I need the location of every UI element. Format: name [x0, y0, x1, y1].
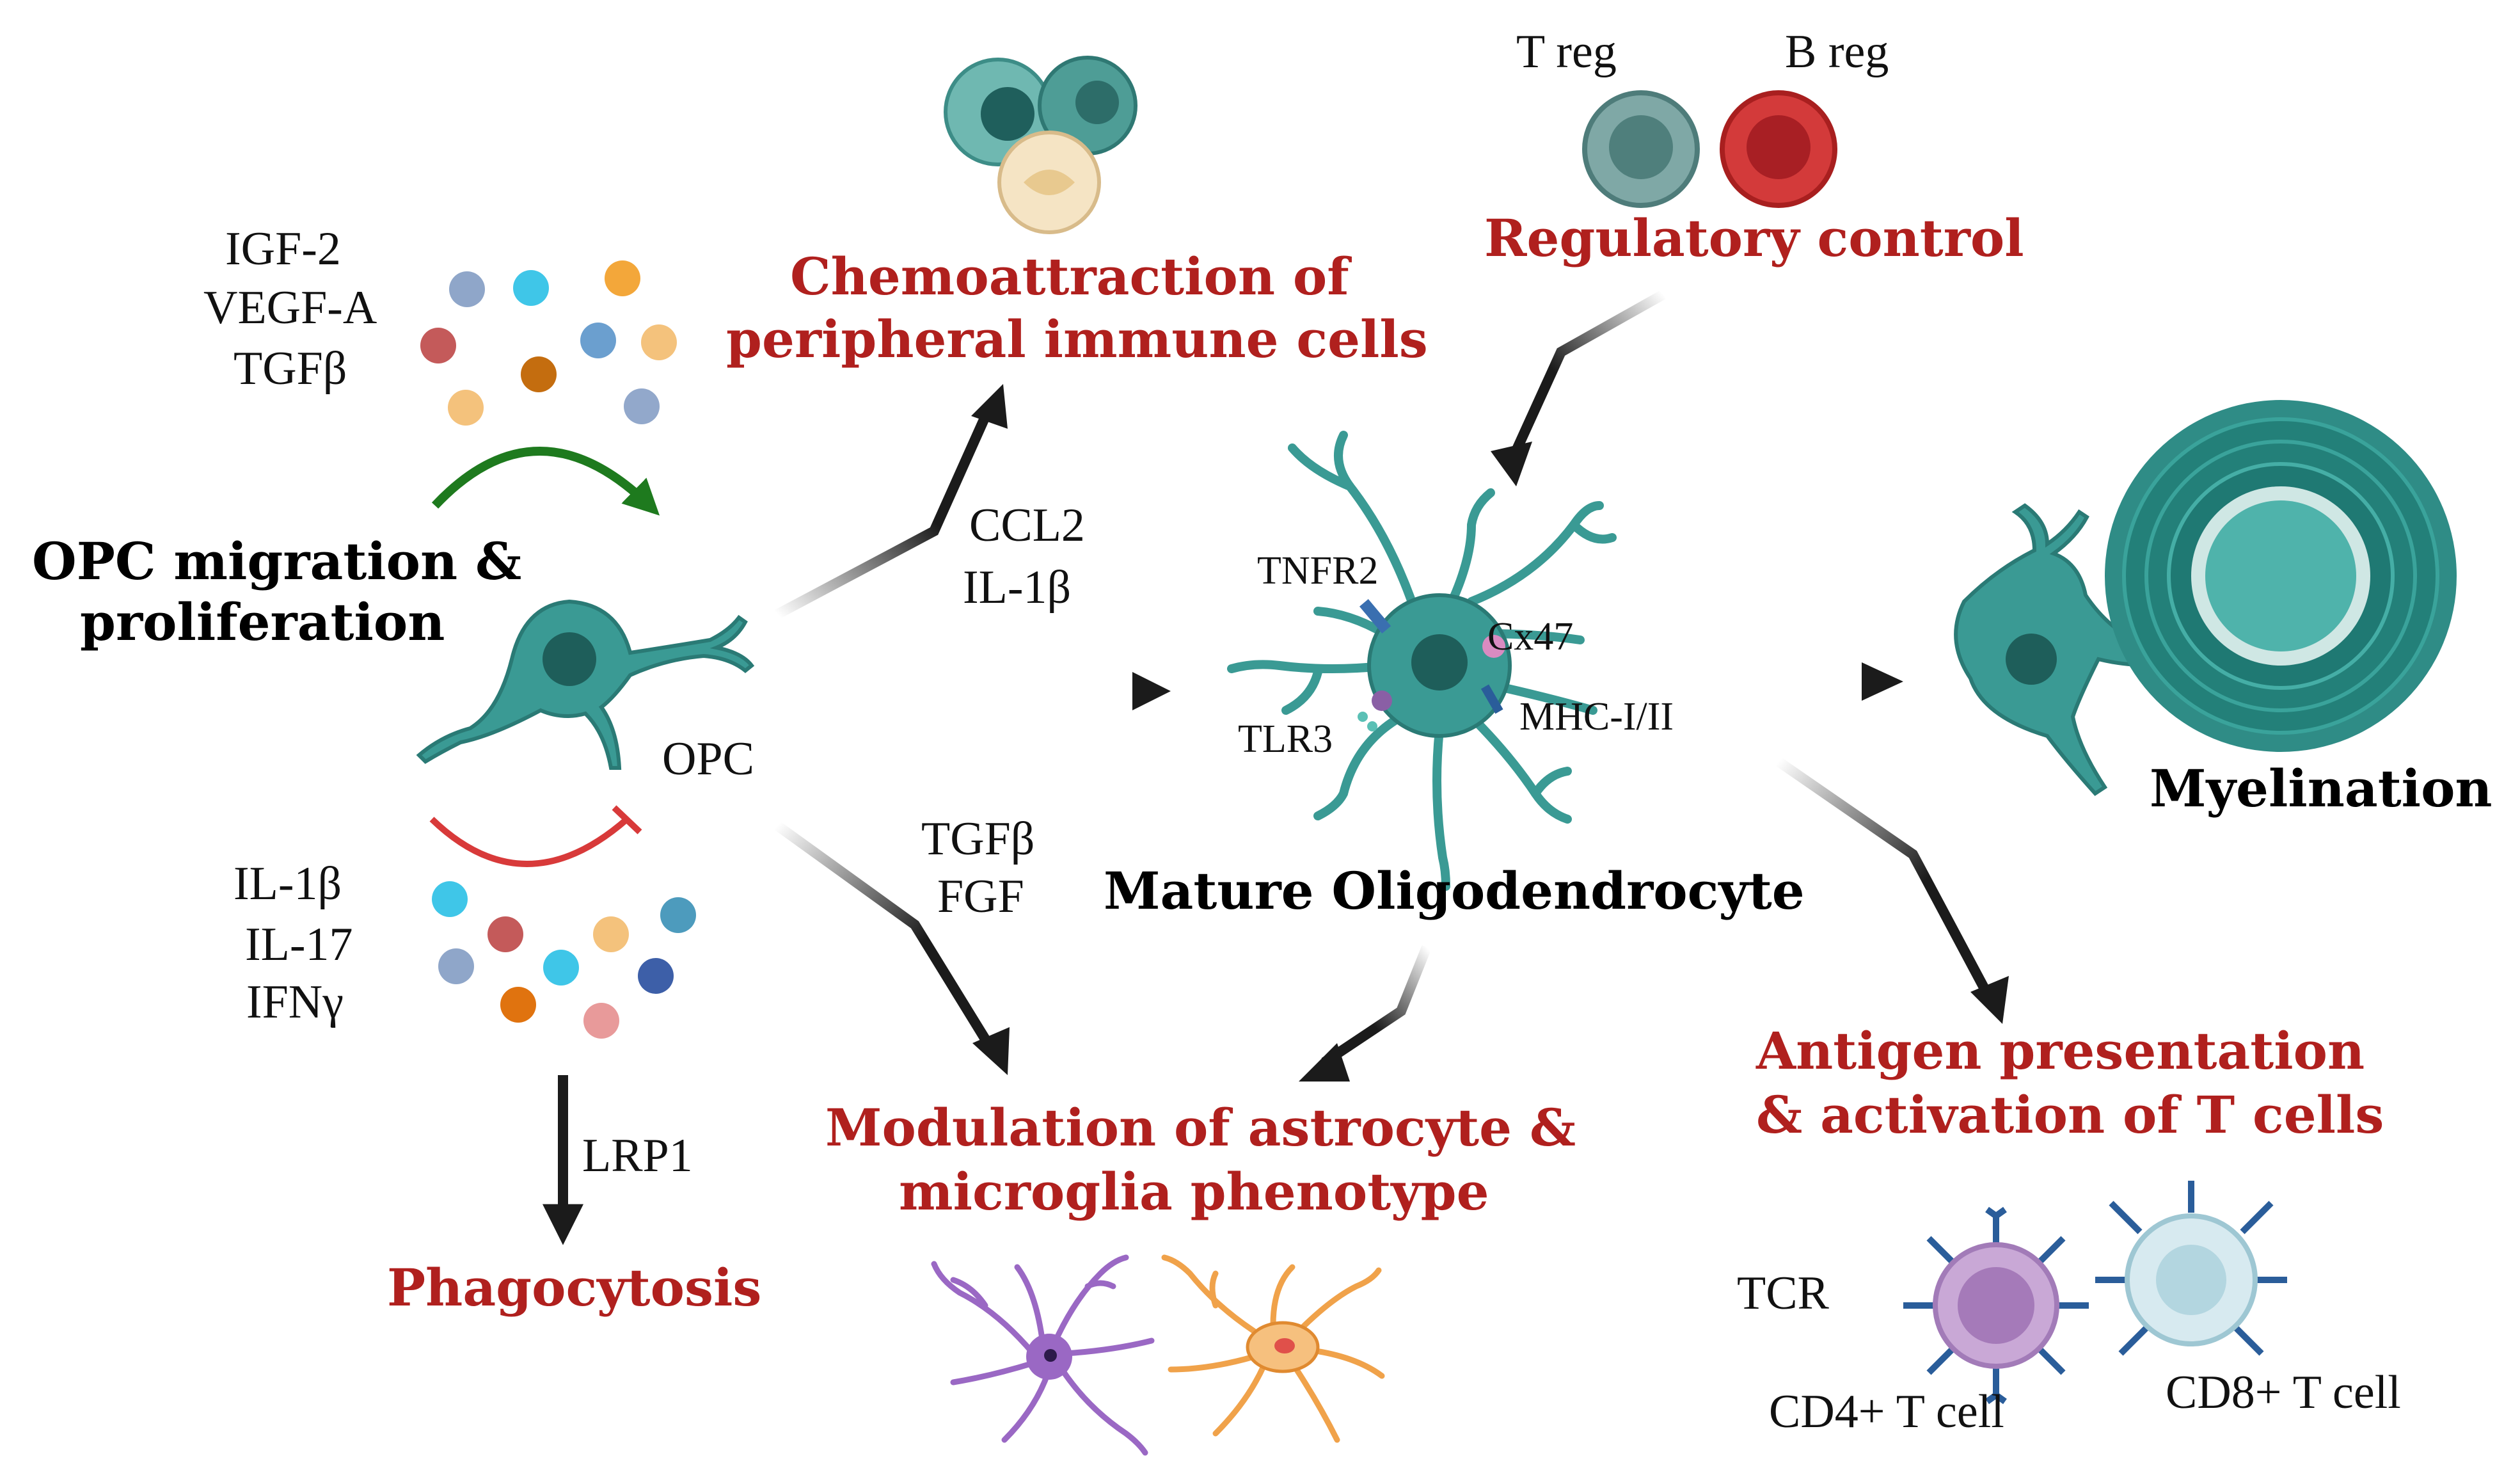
opc-to-chemo-arrowhead — [971, 384, 1008, 429]
mhc-label: MHC-I/II — [1519, 695, 1674, 738]
cd4-t-cell-icon — [1903, 1206, 2089, 1405]
mature-oligodendrocyte-icon — [1227, 431, 1617, 891]
factor-igf2: IGF-2 — [225, 223, 341, 275]
tcr-label: TCR — [1737, 1267, 1830, 1320]
treg-cell-icon — [1582, 90, 1700, 208]
regulatory-to-mature-arrowhead — [1491, 442, 1532, 486]
fgf-label: FGF — [937, 870, 1024, 923]
inhibit-bar — [612, 805, 642, 834]
opc-to-modulation-arrow — [774, 821, 996, 1053]
promote-arrow — [431, 447, 660, 516]
cd8-t-cell-icon — [2095, 1181, 2287, 1356]
cx47-label: Cx47 — [1487, 615, 1573, 659]
opc-to-mature-arrowhead — [1132, 672, 1171, 710]
tlr3-label: TLR3 — [1238, 717, 1333, 761]
chemo-title-line1: Chemoattraction of — [790, 246, 1352, 307]
factor-ifng: IFNγ — [246, 976, 344, 1028]
opc-label: OPC — [662, 733, 754, 785]
lrp1-label: LRP1 — [582, 1130, 693, 1182]
opc-migration-line2: proliferation — [80, 592, 445, 652]
cd8-label: CD8+ T cell — [2166, 1366, 2401, 1419]
growth-factor-dots — [420, 260, 677, 426]
regulatory-to-mature-arrow — [1508, 290, 1666, 460]
receptor-markers — [1358, 599, 1505, 731]
mature-to-antigen-arrow — [1775, 757, 1995, 1001]
cd4-label: CD4+ T cell — [1769, 1385, 2004, 1438]
cytokine-dots — [432, 881, 696, 1039]
factor-il1b: IL-1β — [234, 858, 342, 910]
opc-migration-line1: OPC migration & — [32, 531, 521, 591]
mature-to-modulation-arrow — [1321, 945, 1432, 1067]
modulation-title-line1: Modulation of astrocyte & — [825, 1098, 1576, 1158]
factor-il17: IL-17 — [245, 918, 353, 971]
opc-to-modulation-arrowhead — [972, 1027, 1010, 1075]
breg-cell-icon — [1720, 90, 1837, 208]
myelination-title: Myelination — [2150, 758, 2492, 818]
treg-label: T reg — [1516, 26, 1617, 78]
antigen-title-line1: Antigen presentation — [1755, 1021, 2365, 1081]
microglia-icon — [1161, 1254, 1385, 1443]
il1b-label: IL-1β — [963, 561, 1071, 614]
mature-to-modulation-arrowhead — [1299, 1043, 1350, 1082]
phagocytosis-title: Phagocytosis — [387, 1257, 761, 1318]
ccl2-label: CCL2 — [969, 499, 1085, 552]
factor-tgfb: TGFβ — [234, 342, 347, 395]
immune-cells-icon — [944, 56, 1137, 234]
mature-oligo-title: Mature Oligodendrocyte — [1104, 861, 1805, 921]
mature-to-myelination-arrowhead — [1862, 662, 1903, 701]
antigen-title-line2: & activation of T cells — [1756, 1085, 2384, 1145]
mature-to-antigen-arrowhead — [1970, 976, 2009, 1024]
inhibit-arc — [429, 817, 630, 867]
tgfb-label: TGFβ — [921, 813, 1034, 865]
tnfr2-label: TNFR2 — [1257, 549, 1378, 593]
chemo-title-line2: peripheral immune cells — [726, 309, 1428, 369]
regulatory-control-title: Regulatory control — [1484, 208, 2024, 268]
breg-label: B reg — [1785, 26, 1889, 78]
modulation-title-line2: microglia phenotype — [899, 1162, 1489, 1222]
factor-vegfa: VEGF-A — [203, 282, 377, 334]
myelinating-oligodendrocyte-icon — [1954, 400, 2457, 796]
opc-to-chemo-arrow — [775, 407, 994, 619]
astrocyte-icon — [931, 1254, 1155, 1456]
opc-cell-icon — [416, 599, 755, 770]
